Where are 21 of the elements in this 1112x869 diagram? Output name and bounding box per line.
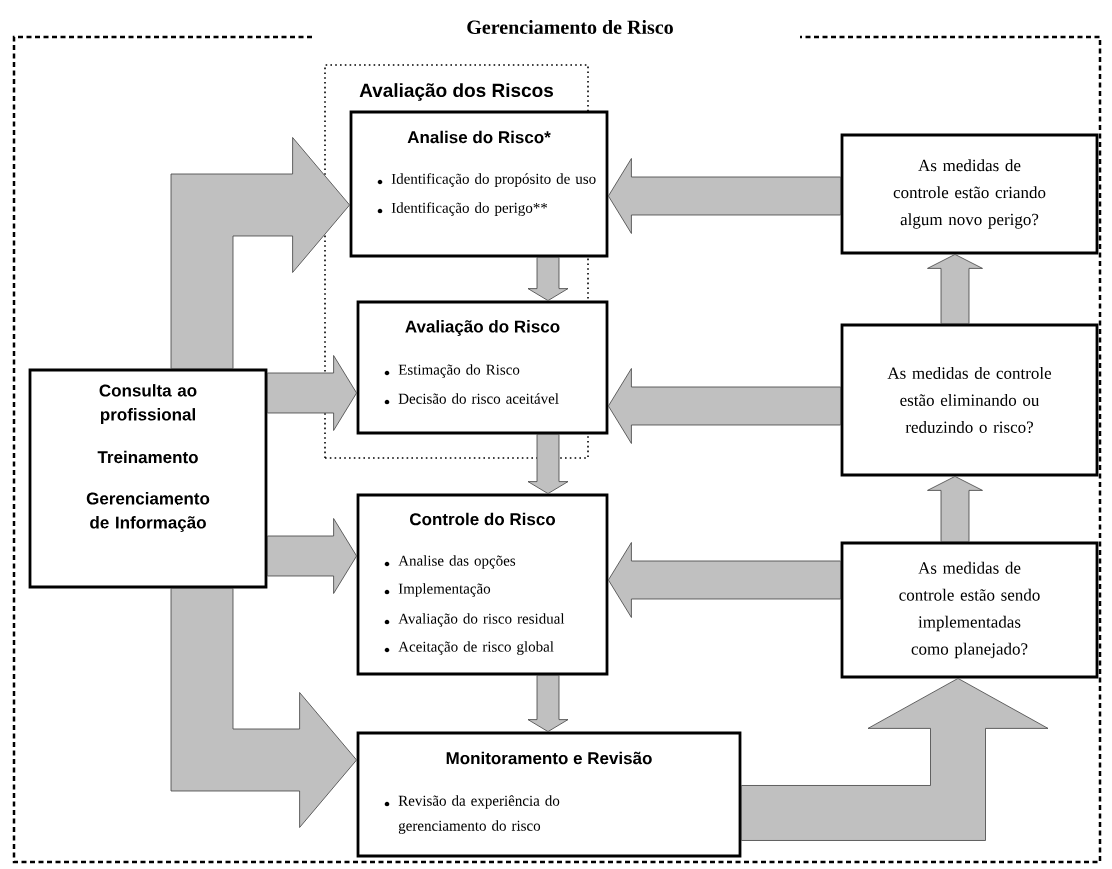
block-arrow (527, 257, 569, 301)
block-arrow (608, 368, 841, 444)
process-box: Controle do Risco Analise das opções Implementação Avaliação do risco residual Aceitação de risco global (356, 493, 609, 676)
question-box: As medidas de controle estão sendo implementadas como planejado? (840, 541, 1099, 679)
input-box: Consulta ao profissional Treinamento Gerenciamento de Informação (28, 368, 268, 589)
block-arrow (267, 518, 357, 594)
block-arrow (170, 588, 357, 828)
question-box: As medidas de controle estão criando algum novo perigo? (840, 133, 1099, 255)
process-box: Monitoramento e Revisão Revisão da experiência do gerenciamento do risco (356, 731, 742, 858)
block-arrow (170, 137, 350, 369)
block-arrow (527, 675, 569, 732)
block-arrow (527, 434, 569, 494)
block-arrow (267, 355, 357, 431)
block-arrow (608, 542, 841, 618)
block-arrow (927, 476, 983, 542)
process-box: Analise do Risco* Identificação do propósito de uso Identificação do perigo** (349, 110, 609, 258)
block-arrow (608, 158, 841, 234)
block-arrow (741, 678, 1049, 841)
question-box: As medidas de controle estão eliminando ou reduzindo o risco? (840, 323, 1099, 477)
process-box: Avaliação do Risco Estimação do Risco Decisão do risco aceitável (356, 300, 609, 435)
block-arrow (927, 254, 983, 324)
